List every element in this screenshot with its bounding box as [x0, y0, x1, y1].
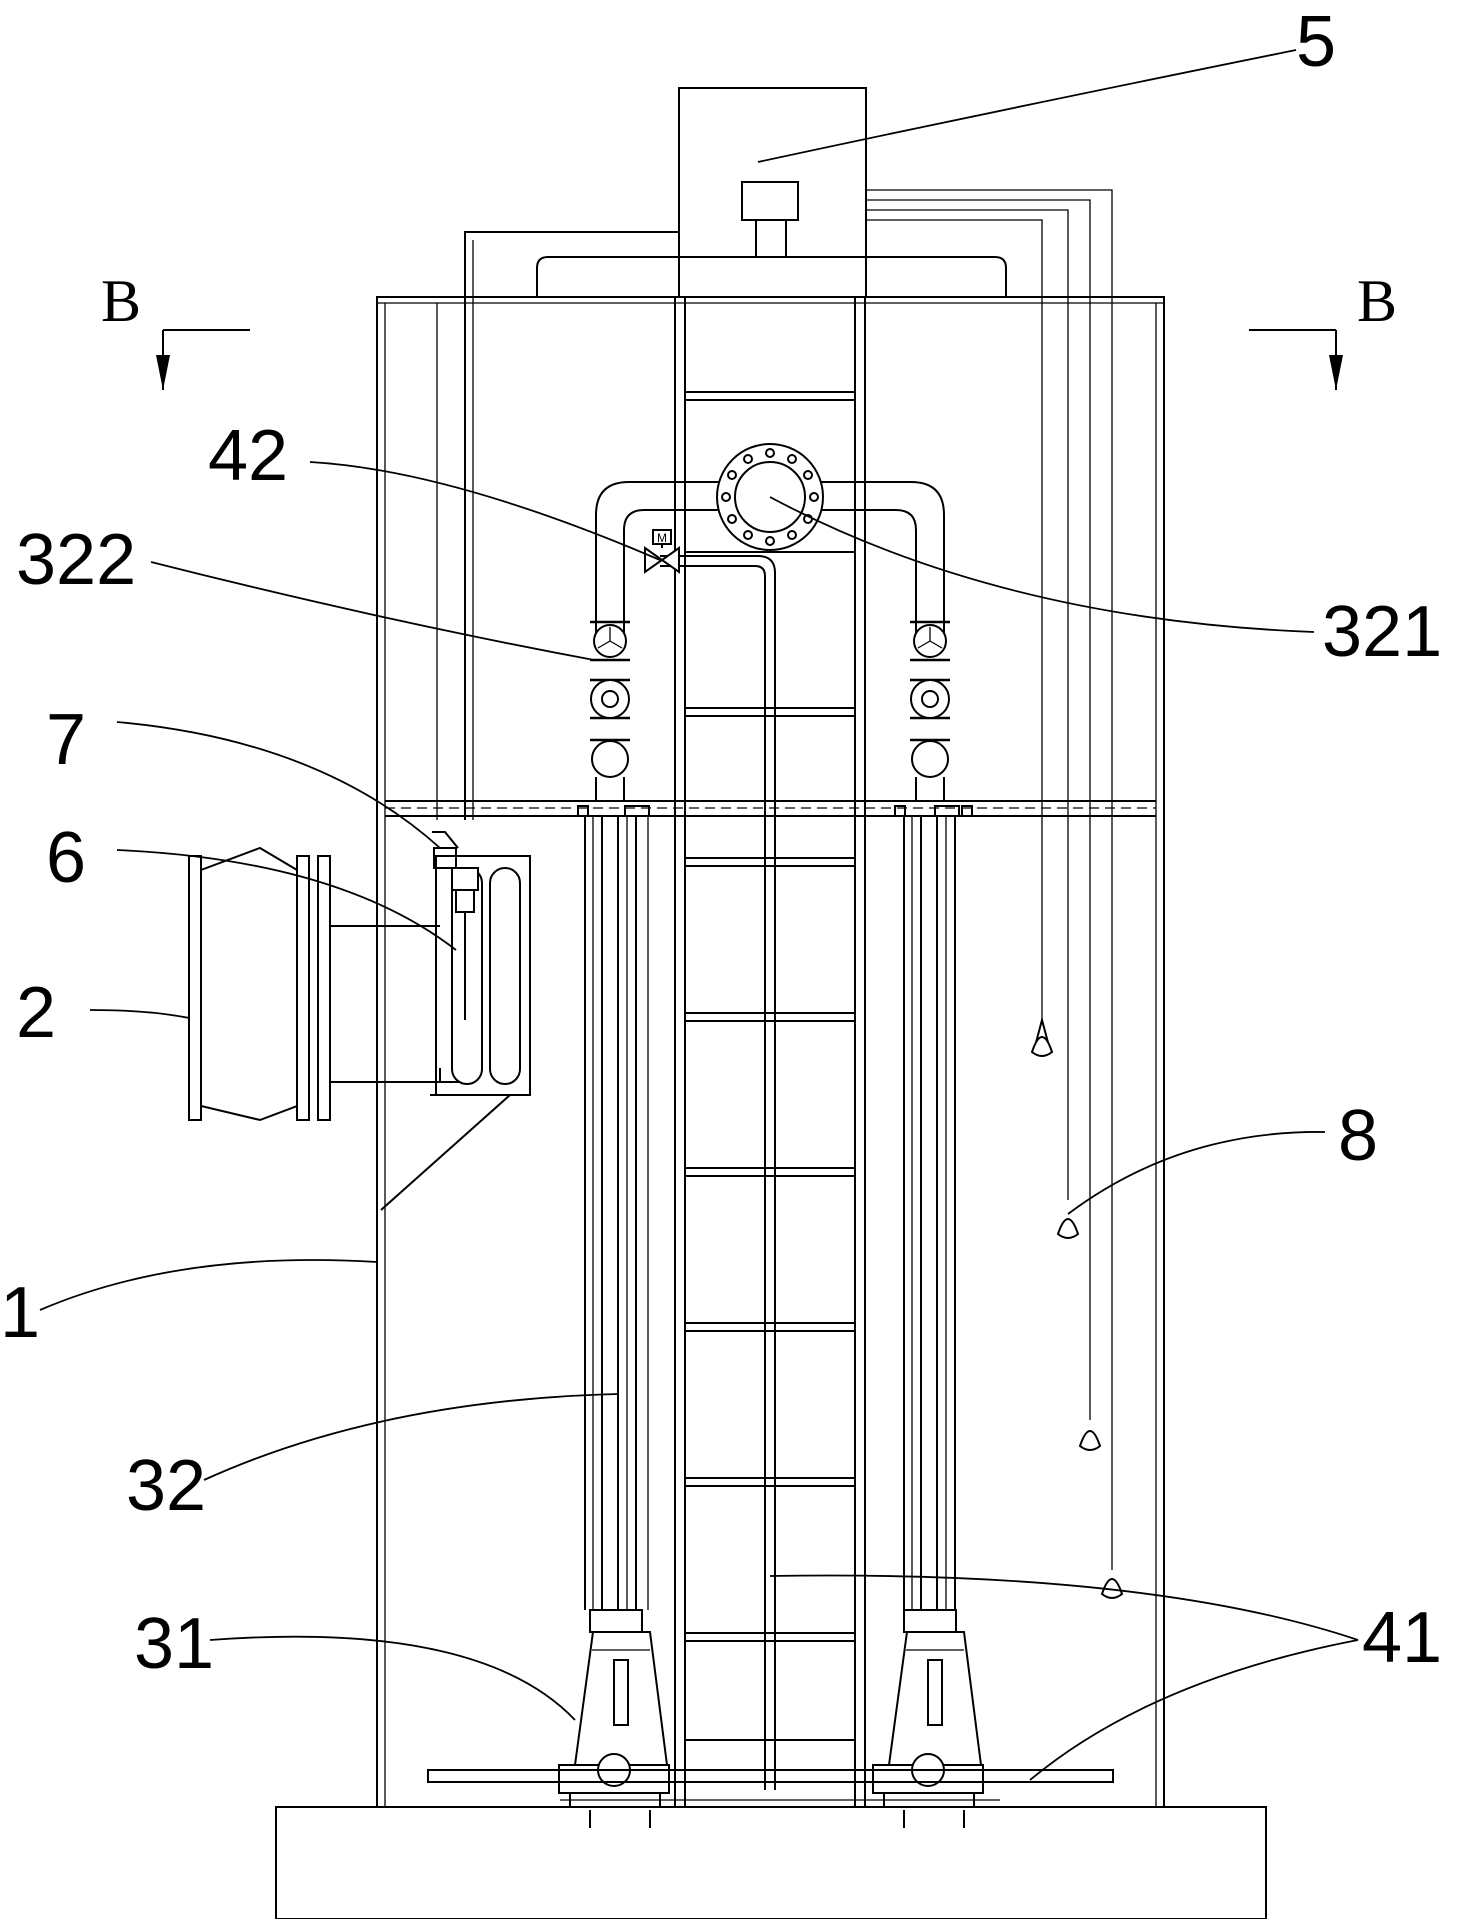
right-riser-pipes [894, 805, 973, 1610]
label-5: 5 [1296, 2, 1336, 82]
left-pump [558, 1609, 670, 1828]
label-7: 7 [46, 700, 86, 780]
leader-322 [150, 561, 595, 661]
electric-valve: M [644, 529, 680, 574]
leader-6 [116, 849, 457, 951]
label-41: 41 [1362, 1598, 1442, 1678]
label-2: 2 [16, 973, 56, 1053]
left-valve-stack [590, 620, 630, 801]
float-switches [1030, 1016, 1124, 1599]
outlet-flange-bolts [721, 448, 819, 546]
label-32: 32 [126, 1446, 206, 1526]
control-cabinet [436, 87, 1113, 1570]
label-1: 1 [0, 1273, 40, 1353]
grating-platform [385, 800, 1156, 817]
grille-basket [435, 855, 531, 1096]
label-42: 42 [208, 416, 288, 496]
right-pump [872, 1609, 984, 1828]
label-322: 322 [16, 520, 136, 600]
leader-42 [309, 461, 661, 561]
reference-labels: 5 42 322 321 7 6 2 8 1 32 31 41 [0, 2, 1442, 1684]
label-8: 8 [1338, 1096, 1378, 1176]
section-mark-left: B [101, 268, 250, 390]
label-6: 6 [46, 818, 86, 898]
left-riser-pipes [577, 805, 650, 1610]
leader-1 [39, 1259, 378, 1311]
leader-41b [1029, 1639, 1359, 1781]
valve-motor-mark: M [657, 531, 667, 545]
label-321: 321 [1322, 592, 1442, 672]
leader-32 [203, 1393, 619, 1481]
leader-8 [1067, 1131, 1326, 1215]
leader-2 [89, 1009, 190, 1019]
base-plate [275, 1806, 1267, 1919]
leader-31 [209, 1635, 576, 1721]
section-mark-right: B [1249, 268, 1397, 390]
label-31: 31 [134, 1604, 214, 1684]
inlet-pipe [188, 846, 440, 1122]
section-label-left: B [101, 268, 141, 334]
ladder [674, 297, 866, 1807]
discharge-manifold [595, 443, 945, 642]
leader-7 [116, 721, 441, 849]
leader-lines [39, 49, 1359, 1781]
leader-41a [769, 1574, 1359, 1641]
leader-5 [757, 49, 1297, 163]
bottom-plate [427, 1769, 1114, 1801]
leader-321 [769, 496, 1315, 633]
section-label-right: B [1357, 268, 1397, 334]
right-valve-stack [910, 620, 950, 801]
level-switch [432, 831, 479, 1020]
flush-pipe [660, 555, 776, 1790]
